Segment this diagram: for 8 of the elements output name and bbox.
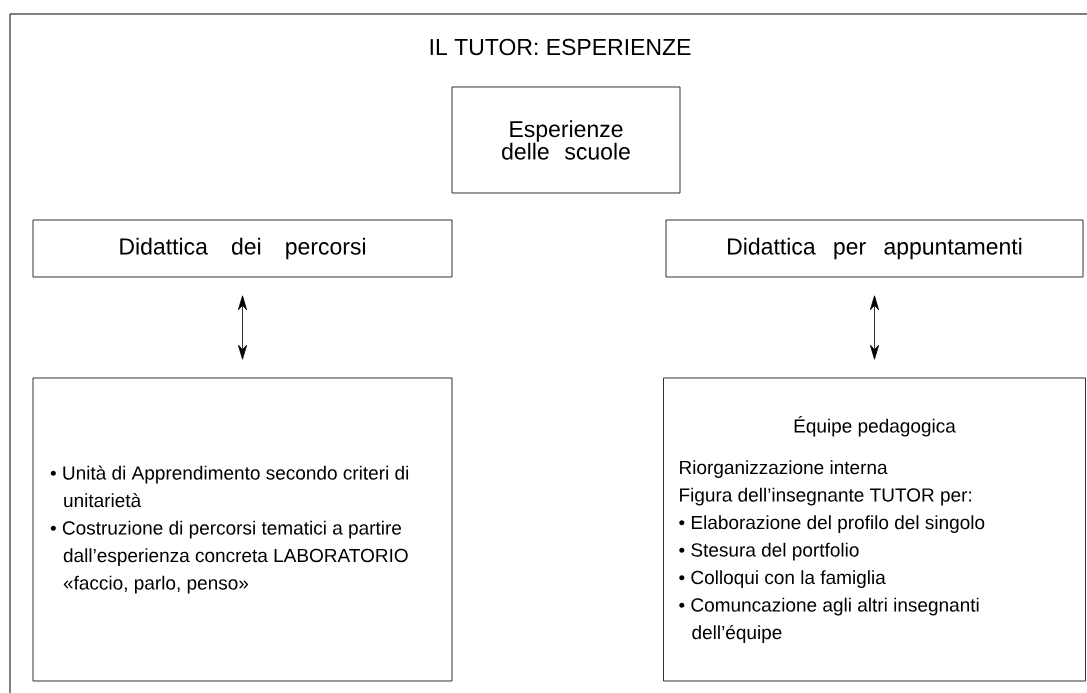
arrow [237,295,248,360]
list-box: Équipe pedagogica Riorganizzazione interna Figura dell’insegnante TUTOR per: • Elaborazione del profilo del singolo • Stesura del portfolio • Colloqui con la famiglia • Comuncazione agli altri insegnanti dell’équipe [663,377,1086,682]
heading-box: Didattica dei percorsi [32,219,453,278]
list-box: • Unità di Apprendimento secondo criteri di unitarietà • Costruzione di percorsi tematici a partire dall’esperienza concreta LABORATORIO «faccio, parlo, penso» [32,377,453,682]
heading-box: Didattica per appuntamenti [665,219,1084,278]
title: IL TUTOR: ESPERIENZE [430,38,691,56]
arrow [869,295,880,360]
heading-box: Esperienze delle scuole [451,86,681,194]
